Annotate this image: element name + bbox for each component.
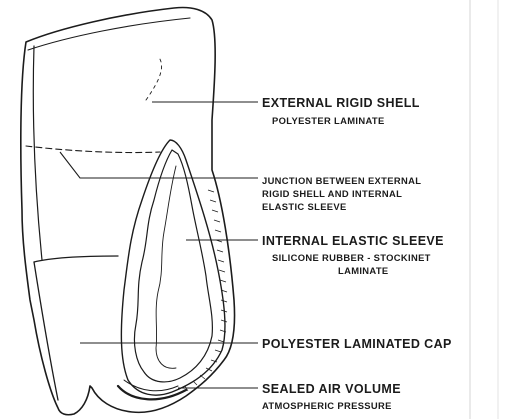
socket-lower-band: [34, 256, 118, 262]
socket-rim-line: [28, 18, 190, 50]
elastic-sleeve-inner: [134, 150, 212, 382]
shell-inner-arc: [146, 56, 162, 100]
paper-artifacts: [470, 0, 498, 419]
internal-sleeve-subtitle-1: SILICONE RUBBER - STOCKINET: [272, 252, 431, 263]
cap-bottom-shading: [118, 386, 186, 399]
external-shell-subtitle: POLYESTER LAMINATE: [272, 115, 385, 126]
internal-sleeve-title: INTERNAL ELASTIC SLEEVE: [262, 234, 444, 248]
socket-lower-band-edge: [34, 262, 58, 400]
external-shell-title: EXTERNAL RIGID SHELL: [262, 96, 420, 110]
labels: EXTERNAL RIGID SHELL POLYESTER LAMINATE …: [262, 96, 452, 411]
junction-line-3: ELASTIC SLEEVE: [262, 201, 347, 212]
air-volume-title: SEALED AIR VOLUME: [262, 382, 401, 396]
socket-drawing: [21, 8, 235, 415]
junction-line-1: JUNCTION BETWEEN EXTERNAL: [262, 175, 421, 186]
air-volume-subtitle: ATMOSPHERIC PRESSURE: [262, 400, 392, 411]
sleeve-wavy-inner-line: [156, 166, 176, 368]
socket-left-seam: [33, 46, 42, 260]
cap-title: POLYESTER LAMINATED CAP: [262, 337, 452, 351]
junction-line-2: RIGID SHELL AND INTERNAL: [262, 188, 402, 199]
hatched-lining: [185, 190, 227, 391]
internal-sleeve-subtitle-2: LAMINATE: [338, 265, 389, 276]
junction-dashed-line: [26, 146, 160, 153]
